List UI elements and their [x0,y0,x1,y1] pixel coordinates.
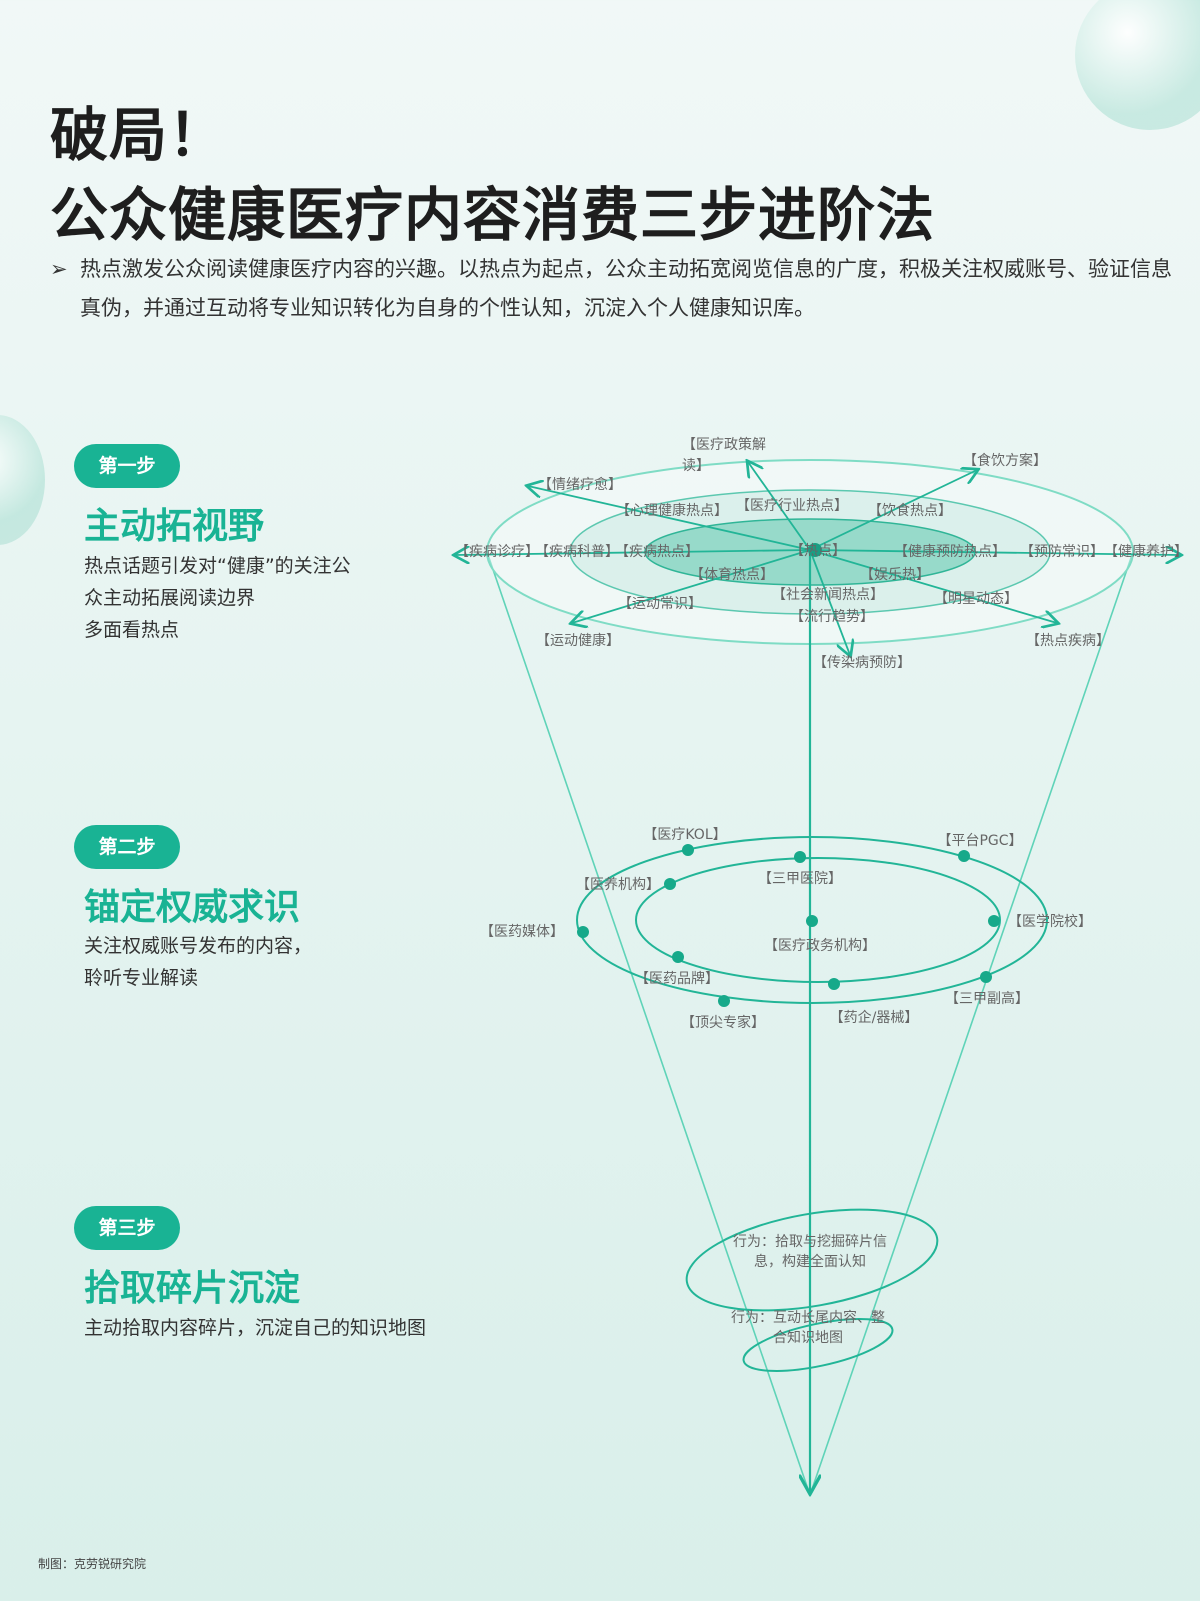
label: 【运动常识】 [618,596,702,612]
level3-ring-2 [742,1318,894,1372]
label: 【医疗KOL】 [643,827,727,843]
label: 【疾病诊疗】 [455,544,539,560]
label: 【健康预防热点】 [894,544,1006,560]
intro-text: 热点激发公众阅读健康医疗内容的兴趣。以热点为起点，公众主动拓宽阅览信息的广度，积… [80,257,1172,320]
level2-dots [577,844,1000,1007]
label: 【社会新闻热点】 [772,587,884,603]
funnel-left-edge [486,551,811,1496]
funnel-right-edge [809,551,1134,1496]
label-hotspot: 【热点】 [790,543,846,559]
label: 【饮食热点】 [868,503,952,519]
step3-heading: 拾取碎片沉淀 [84,1268,301,1309]
step2-text: 关注权威账号发布的内容，聆听专业解读 [84,935,313,989]
label: 【疾病热点】 [615,544,699,560]
label: 【体育热点】 [690,567,774,583]
page-title-line2: 公众健康医疗内容消费三步进阶法 [50,181,936,249]
label: 【食饮方案】 [963,453,1047,469]
label: 【流行趋势】 [790,609,874,625]
label: 【医疗政策解读】 [682,437,766,474]
step2-heading: 锚定权威求识 [84,887,301,928]
label: 【药企/器械】 [829,1010,919,1026]
level1-arrows [455,462,1180,655]
level2-outer-ring [576,836,1048,1004]
label: 【平台PGC】 [937,833,1023,849]
step3-text: 主动拾取内容碎片，沉淀自己的知识地图 [84,1317,427,1339]
label: 【心理健康热点】 [616,503,728,519]
bullet-arrow-icon: ➢ [50,257,68,281]
step1-text: 热点话题引发对“健康”的关注公众主动拓展阅读边界多面看热点 [84,555,351,641]
step2-badge: 第二步 [74,825,180,869]
label: 【热点疾病】 [1026,633,1110,649]
label: 【疾病科普】 [535,544,619,560]
label: 【明星动态】 [934,591,1018,607]
label: 【医疗政务机构】 [764,938,876,954]
step3-badge: 第三步 [74,1206,180,1250]
label: 【医药品牌】 [635,971,719,987]
label: 【三甲副高】 [945,991,1029,1007]
label: 【运动健康】 [536,633,620,649]
label: 【医学院校】 [1008,914,1092,930]
level3-ring-1 [685,1208,939,1312]
label: 【健康养护】 [1104,544,1188,560]
label: 【顶尖专家】 [681,1015,765,1031]
hotspot-center-dot [808,543,822,557]
behavior-label-2: 行为：互动长尾内容、整合知识地图 [731,1310,885,1346]
behavior-label-1: 行为：拾取与挖掘碎片信息，构建全面认知 [733,1234,887,1270]
step1-badge: 第一步 [74,444,180,488]
label: 【医药媒体】 [480,924,564,940]
label: 【三甲医院】 [758,871,842,887]
label: 【医养机构】 [576,877,660,893]
label: 【娱乐热】 [860,567,930,583]
level2-inner-ring [635,857,1001,983]
footer-credit: 制图：克劳锐研究院 [38,1557,147,1571]
label: 【传染病预防】 [813,655,911,671]
intro-paragraph: ➢ 热点激发公众阅读健康医疗内容的兴趣。以热点为起点，公众主动拓宽阅览信息的广度，… [50,250,1190,328]
label: 【医疗行业热点】 [736,498,848,514]
label: 【情绪疗愈】 [538,477,622,493]
step1-heading: 主动拓视野 [84,506,265,547]
page-title-line1: 破局！ [50,101,228,169]
label: 【预防常识】 [1020,544,1104,560]
